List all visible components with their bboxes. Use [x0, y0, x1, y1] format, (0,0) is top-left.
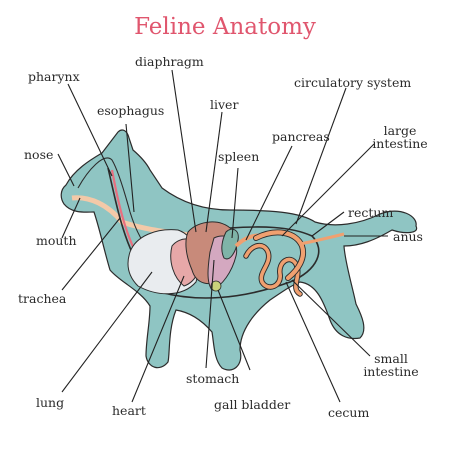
label-spleen: spleen [218, 149, 260, 164]
leader-circulatory [295, 87, 347, 225]
leader-nose [57, 153, 75, 187]
label-esophagus: esophagus [97, 103, 165, 118]
large-intestine-fill [253, 230, 306, 281]
gall-bladder-organ [210, 280, 222, 292]
leader-pharynx [67, 83, 113, 177]
label-pancreas: pancreas [272, 129, 330, 144]
leader-lung [61, 271, 153, 393]
label-lung: lung [36, 395, 65, 410]
label-cecum: cecum [328, 405, 370, 420]
leader-esophagus [125, 123, 135, 213]
label-heart: heart [112, 403, 146, 418]
label-circulatory-system: circulatory system [294, 75, 412, 90]
diagram-title: Feline Anatomy [134, 14, 316, 40]
label-diaphragm: diaphragm [135, 54, 204, 69]
leader-stomach [205, 259, 215, 369]
leader-diaphragm [171, 69, 197, 233]
label-mouth: mouth [36, 233, 77, 248]
label-nose: nose [24, 147, 54, 162]
label-anus: anus [393, 229, 423, 244]
label-gall-bladder: gall bladder [214, 397, 291, 412]
spleen-organ [221, 228, 239, 260]
leader-small-intestine [291, 279, 371, 357]
label-pharynx: pharynx [28, 69, 80, 84]
leader-lines [57, 69, 388, 403]
leader-spleen [231, 167, 239, 239]
leader-rectum [311, 211, 345, 237]
leader-liver [205, 111, 223, 233]
leader-large-intestine [281, 143, 375, 237]
leader-gall-bladder [217, 289, 251, 371]
label-trachea: trachea [18, 291, 67, 306]
rectum-organ [299, 232, 345, 246]
label-liver: liver [210, 97, 239, 112]
leader-heart [131, 275, 185, 403]
label-stomach: stomach [186, 371, 240, 386]
label-rectum: rectum [348, 205, 394, 220]
leader-pancreas [245, 145, 293, 241]
leader-mouth [61, 197, 81, 239]
leader-cecum [285, 281, 341, 403]
leader-trachea [61, 217, 121, 291]
